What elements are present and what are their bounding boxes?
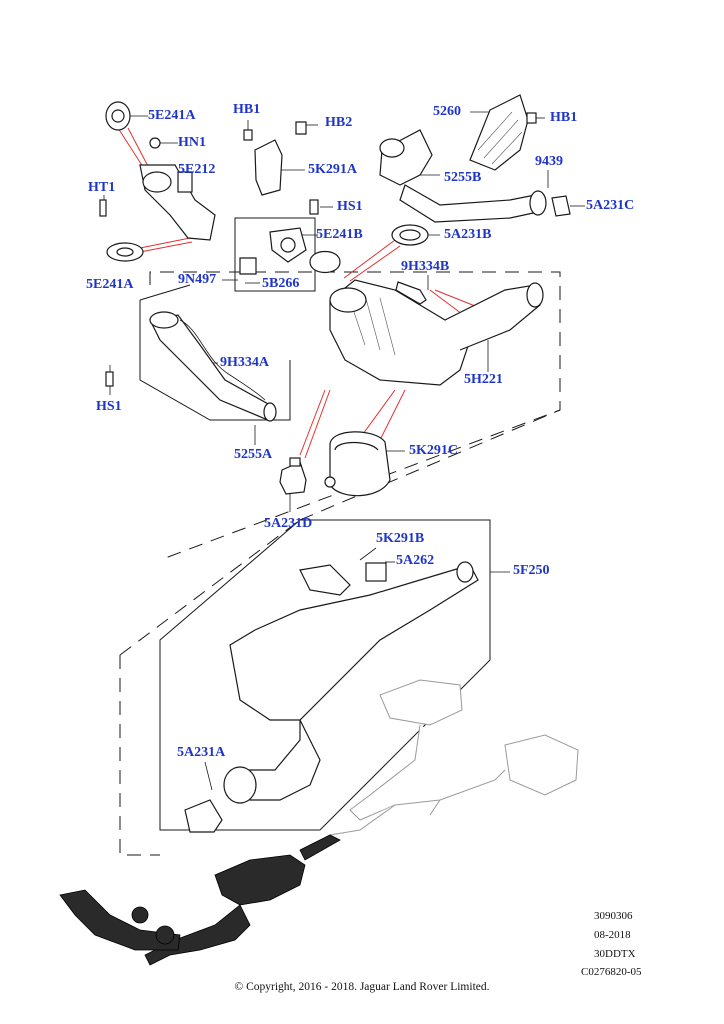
flange-gasket-top [105, 101, 131, 131]
callout-5260[interactable]: 5260 [433, 104, 461, 119]
callout-5E212[interactable]: 5E212 [178, 162, 216, 177]
callout-5A231D[interactable]: 5A231D [264, 516, 313, 531]
hb2-bolt [295, 121, 307, 135]
illustration-date: 08-2018 [594, 929, 631, 941]
9H334A-sensor-harness [179, 319, 266, 401]
hb1-bolt-right [526, 112, 537, 124]
ht1-stud [99, 199, 107, 217]
5F250-rear-silencer [223, 561, 479, 804]
callout-5255B[interactable]: 5255B [444, 170, 482, 185]
callout-HN1[interactable]: HN1 [178, 135, 206, 150]
copyright-notice: © Copyright, 2016 - 2018. Jaguar Land Ro… [234, 981, 490, 993]
callout-5255A[interactable]: 5255A [234, 447, 273, 462]
callout-9N497[interactable]: 9N497 [178, 272, 217, 287]
5K291B-hanger-bracket [299, 564, 351, 596]
5A262-isolator [365, 562, 387, 582]
5A231D-clamp [279, 457, 307, 495]
callout-9H334A[interactable]: 9H334A [220, 355, 269, 370]
callout-HS1-mid[interactable]: HS1 [337, 199, 363, 214]
callout-9439[interactable]: 9439 [535, 154, 563, 169]
hb1-bolt-left [243, 129, 253, 141]
9H334B-sensor [395, 281, 427, 305]
callout-5E241A-bottom[interactable]: 5E241A [86, 277, 134, 292]
9N497-gasket [239, 227, 307, 275]
callout-5K291A[interactable]: 5K291A [308, 162, 357, 177]
callout-5F250[interactable]: 5F250 [513, 563, 550, 578]
callout-5E241B[interactable]: 5E241B [316, 227, 363, 242]
flange-gasket-bottom [106, 242, 144, 262]
hn1-nut [149, 137, 161, 149]
5H221-catalyst [329, 279, 544, 386]
callout-5E241A-top[interactable]: 5E241A [148, 108, 196, 123]
hs1-stud-left [105, 371, 114, 387]
leader-lines [103, 111, 585, 791]
5255B-pipe [379, 129, 539, 223]
5255A-pipe [149, 311, 277, 422]
catalog-reference: C0276820-05 [581, 966, 642, 978]
callout-5A231C[interactable]: 5A231C [586, 198, 635, 213]
engine-code: 30DDTX [594, 948, 636, 960]
callout-HT1[interactable]: HT1 [88, 180, 116, 195]
callout-5A231A[interactable]: 5A231A [177, 745, 226, 760]
5E241B-clamp-ring [309, 250, 341, 274]
callout-5A262[interactable]: 5A262 [396, 553, 435, 568]
5K291C-band-clamp [324, 431, 391, 497]
5A231C-clamp [551, 195, 571, 217]
system-overview-ghost [329, 679, 579, 836]
callout-5K291B[interactable]: 5K291B [376, 531, 425, 546]
hs1-stud-mid [309, 199, 319, 215]
callout-5H221[interactable]: 5H221 [464, 372, 503, 387]
system-overview-dark [59, 834, 341, 966]
5A231B-clamp [391, 224, 429, 246]
callout-5A231B[interactable]: 5A231B [444, 227, 492, 242]
callout-HS1-left[interactable]: HS1 [96, 399, 122, 414]
callout-5B266[interactable]: 5B266 [262, 276, 300, 291]
callout-5K291C[interactable]: 5K291C [409, 443, 458, 458]
callout-HB2[interactable]: HB2 [325, 115, 353, 130]
9439-seal-ring [529, 190, 547, 216]
5A231A-clamp [184, 799, 223, 833]
callout-9H334B[interactable]: 9H334B [401, 259, 450, 274]
callout-HB1-right[interactable]: HB1 [550, 110, 578, 125]
5E212-turbo-outlet-pipe [139, 164, 216, 241]
5260-heat-shield [469, 94, 529, 171]
illustration-id: 3090306 [594, 910, 633, 922]
callout-HB1-left[interactable]: HB1 [233, 102, 261, 117]
5K291A-bracket [254, 139, 283, 196]
